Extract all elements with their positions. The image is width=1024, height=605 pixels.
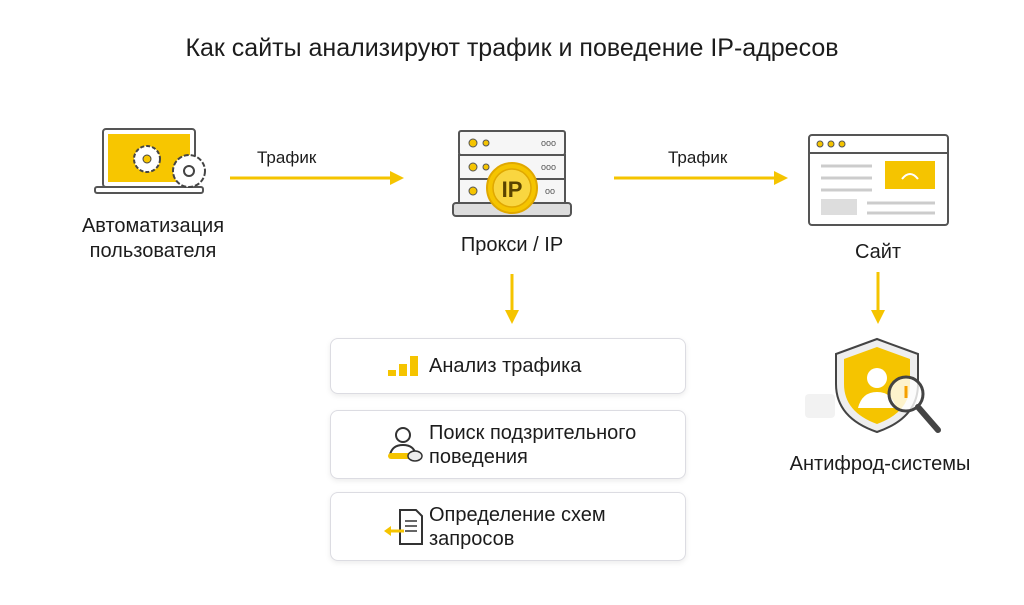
browser-window-icon [808,134,949,226]
analysis-box-traffic: Анализ трафика [330,338,686,394]
shield-magnifier-icon [805,337,941,434]
user-label-line2: пользователя [89,240,217,262]
arrow-down-icon [871,272,885,324]
user-label: Автоматизация пользователя [50,214,256,264]
box-text-line2: поведения [429,445,528,468]
ip-badge: IP [501,177,523,202]
box-text: Анализ трафика [429,355,582,377]
svg-text:ooo: ooo [541,162,556,172]
svg-text:ooo: ooo [541,138,556,148]
svg-text:oo: oo [545,186,555,196]
box-text-line1: Поиск подзрительного [429,421,637,444]
diagram-title: Как сайты анализируют трафик и поведение… [185,34,839,62]
user-label-line1: Автоматизация [81,215,225,237]
traffic-label-2: Трафик [668,148,728,167]
box-text-line2: запросов [429,527,515,550]
antifraud-label: Антифрод-системы [789,453,971,475]
box-text-line1: Определение схем [429,503,606,526]
user-mouse-icon [388,426,423,462]
arrow-right-icon [614,171,788,185]
laptop-gears-icon [94,128,206,194]
document-arrow-icon [384,508,423,545]
bar-chart-icon [388,356,418,376]
proxy-label: Прокси / IP [460,234,564,256]
traffic-label-1: Трафик [257,148,317,167]
arrow-down-icon [505,274,519,324]
arrow-right-icon [230,171,404,185]
site-label: Сайт [854,241,902,263]
